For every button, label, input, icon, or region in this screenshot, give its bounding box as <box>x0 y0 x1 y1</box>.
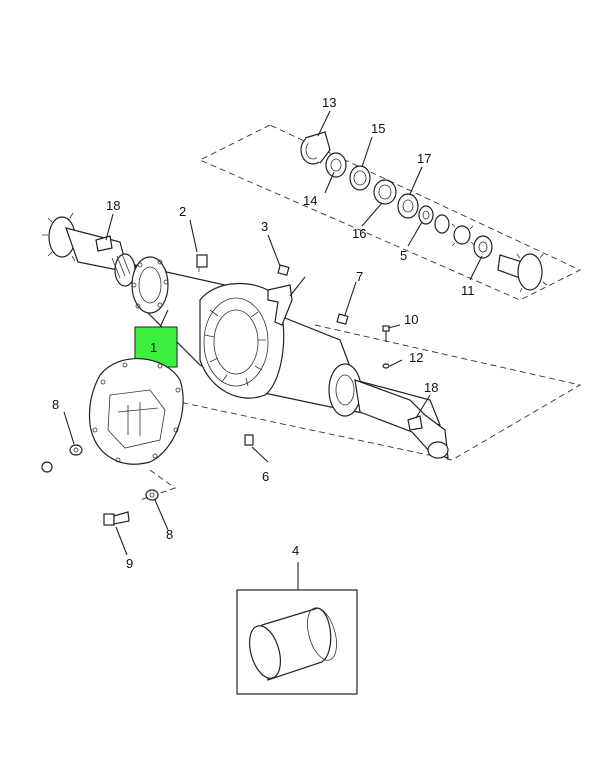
callout-8-left[interactable]: 8 <box>52 397 59 412</box>
callout-15[interactable]: 15 <box>371 121 385 136</box>
lock-washer-toothed[interactable] <box>451 223 475 247</box>
washer[interactable] <box>418 205 434 225</box>
callout-6[interactable]: 6 <box>262 469 269 484</box>
left-axle-shaft[interactable] <box>42 212 136 287</box>
bolt-washer[interactable] <box>145 489 159 501</box>
seal-ring[interactable] <box>349 165 371 191</box>
callout-13[interactable]: 13 <box>322 95 336 110</box>
differential-cover[interactable] <box>88 357 184 465</box>
callout-4[interactable]: 4 <box>292 543 299 558</box>
clamp-left[interactable] <box>95 235 113 252</box>
screw[interactable] <box>382 325 390 342</box>
callout-8-lower[interactable]: 8 <box>166 527 173 542</box>
housing-dash-frame <box>169 324 582 461</box>
fill-plug[interactable] <box>277 264 290 276</box>
spacer-ring[interactable] <box>373 179 397 205</box>
callout-9[interactable]: 9 <box>126 556 133 571</box>
callout-16[interactable]: 16 <box>352 226 366 241</box>
lock-ring[interactable] <box>434 214 450 234</box>
callout-18-right[interactable]: 18 <box>424 380 438 395</box>
callout-10[interactable]: 10 <box>404 312 418 327</box>
callout-3[interactable]: 3 <box>261 219 268 234</box>
cover-bolt[interactable] <box>103 511 130 526</box>
inner-bearing-cone[interactable] <box>325 152 347 178</box>
bearing-cup[interactable] <box>300 131 331 165</box>
callout-7[interactable]: 7 <box>356 269 363 284</box>
callout-5[interactable]: 5 <box>400 248 407 263</box>
lock-washer[interactable] <box>382 363 390 369</box>
callout-leaders <box>63 110 483 590</box>
drain-plug-upper[interactable] <box>336 313 349 325</box>
axle-housing[interactable] <box>131 256 449 459</box>
callout-11[interactable]: 11 <box>461 283 475 298</box>
cover-washer[interactable] <box>69 444 83 456</box>
callout-14[interactable]: 14 <box>303 193 317 208</box>
hub-assembly-dash-frame <box>198 124 582 301</box>
vent-fitting[interactable] <box>196 254 208 272</box>
sleeve-part[interactable] <box>244 604 342 681</box>
callout-2[interactable]: 2 <box>179 204 186 219</box>
outer-bearing-cone[interactable] <box>397 193 419 219</box>
callout-1[interactable]: 1 <box>150 340 157 355</box>
part-4-inset[interactable] <box>236 589 358 695</box>
right-axle-shaft-end[interactable] <box>497 253 548 293</box>
callout-18-left[interactable]: 18 <box>106 198 120 213</box>
callout-17[interactable]: 17 <box>417 151 431 166</box>
cover-nut[interactable] <box>41 461 53 473</box>
drain-plug-lower[interactable] <box>244 434 254 446</box>
spindle-nut[interactable] <box>473 235 493 259</box>
callout-12[interactable]: 12 <box>409 350 423 365</box>
leader-1 <box>159 309 169 328</box>
